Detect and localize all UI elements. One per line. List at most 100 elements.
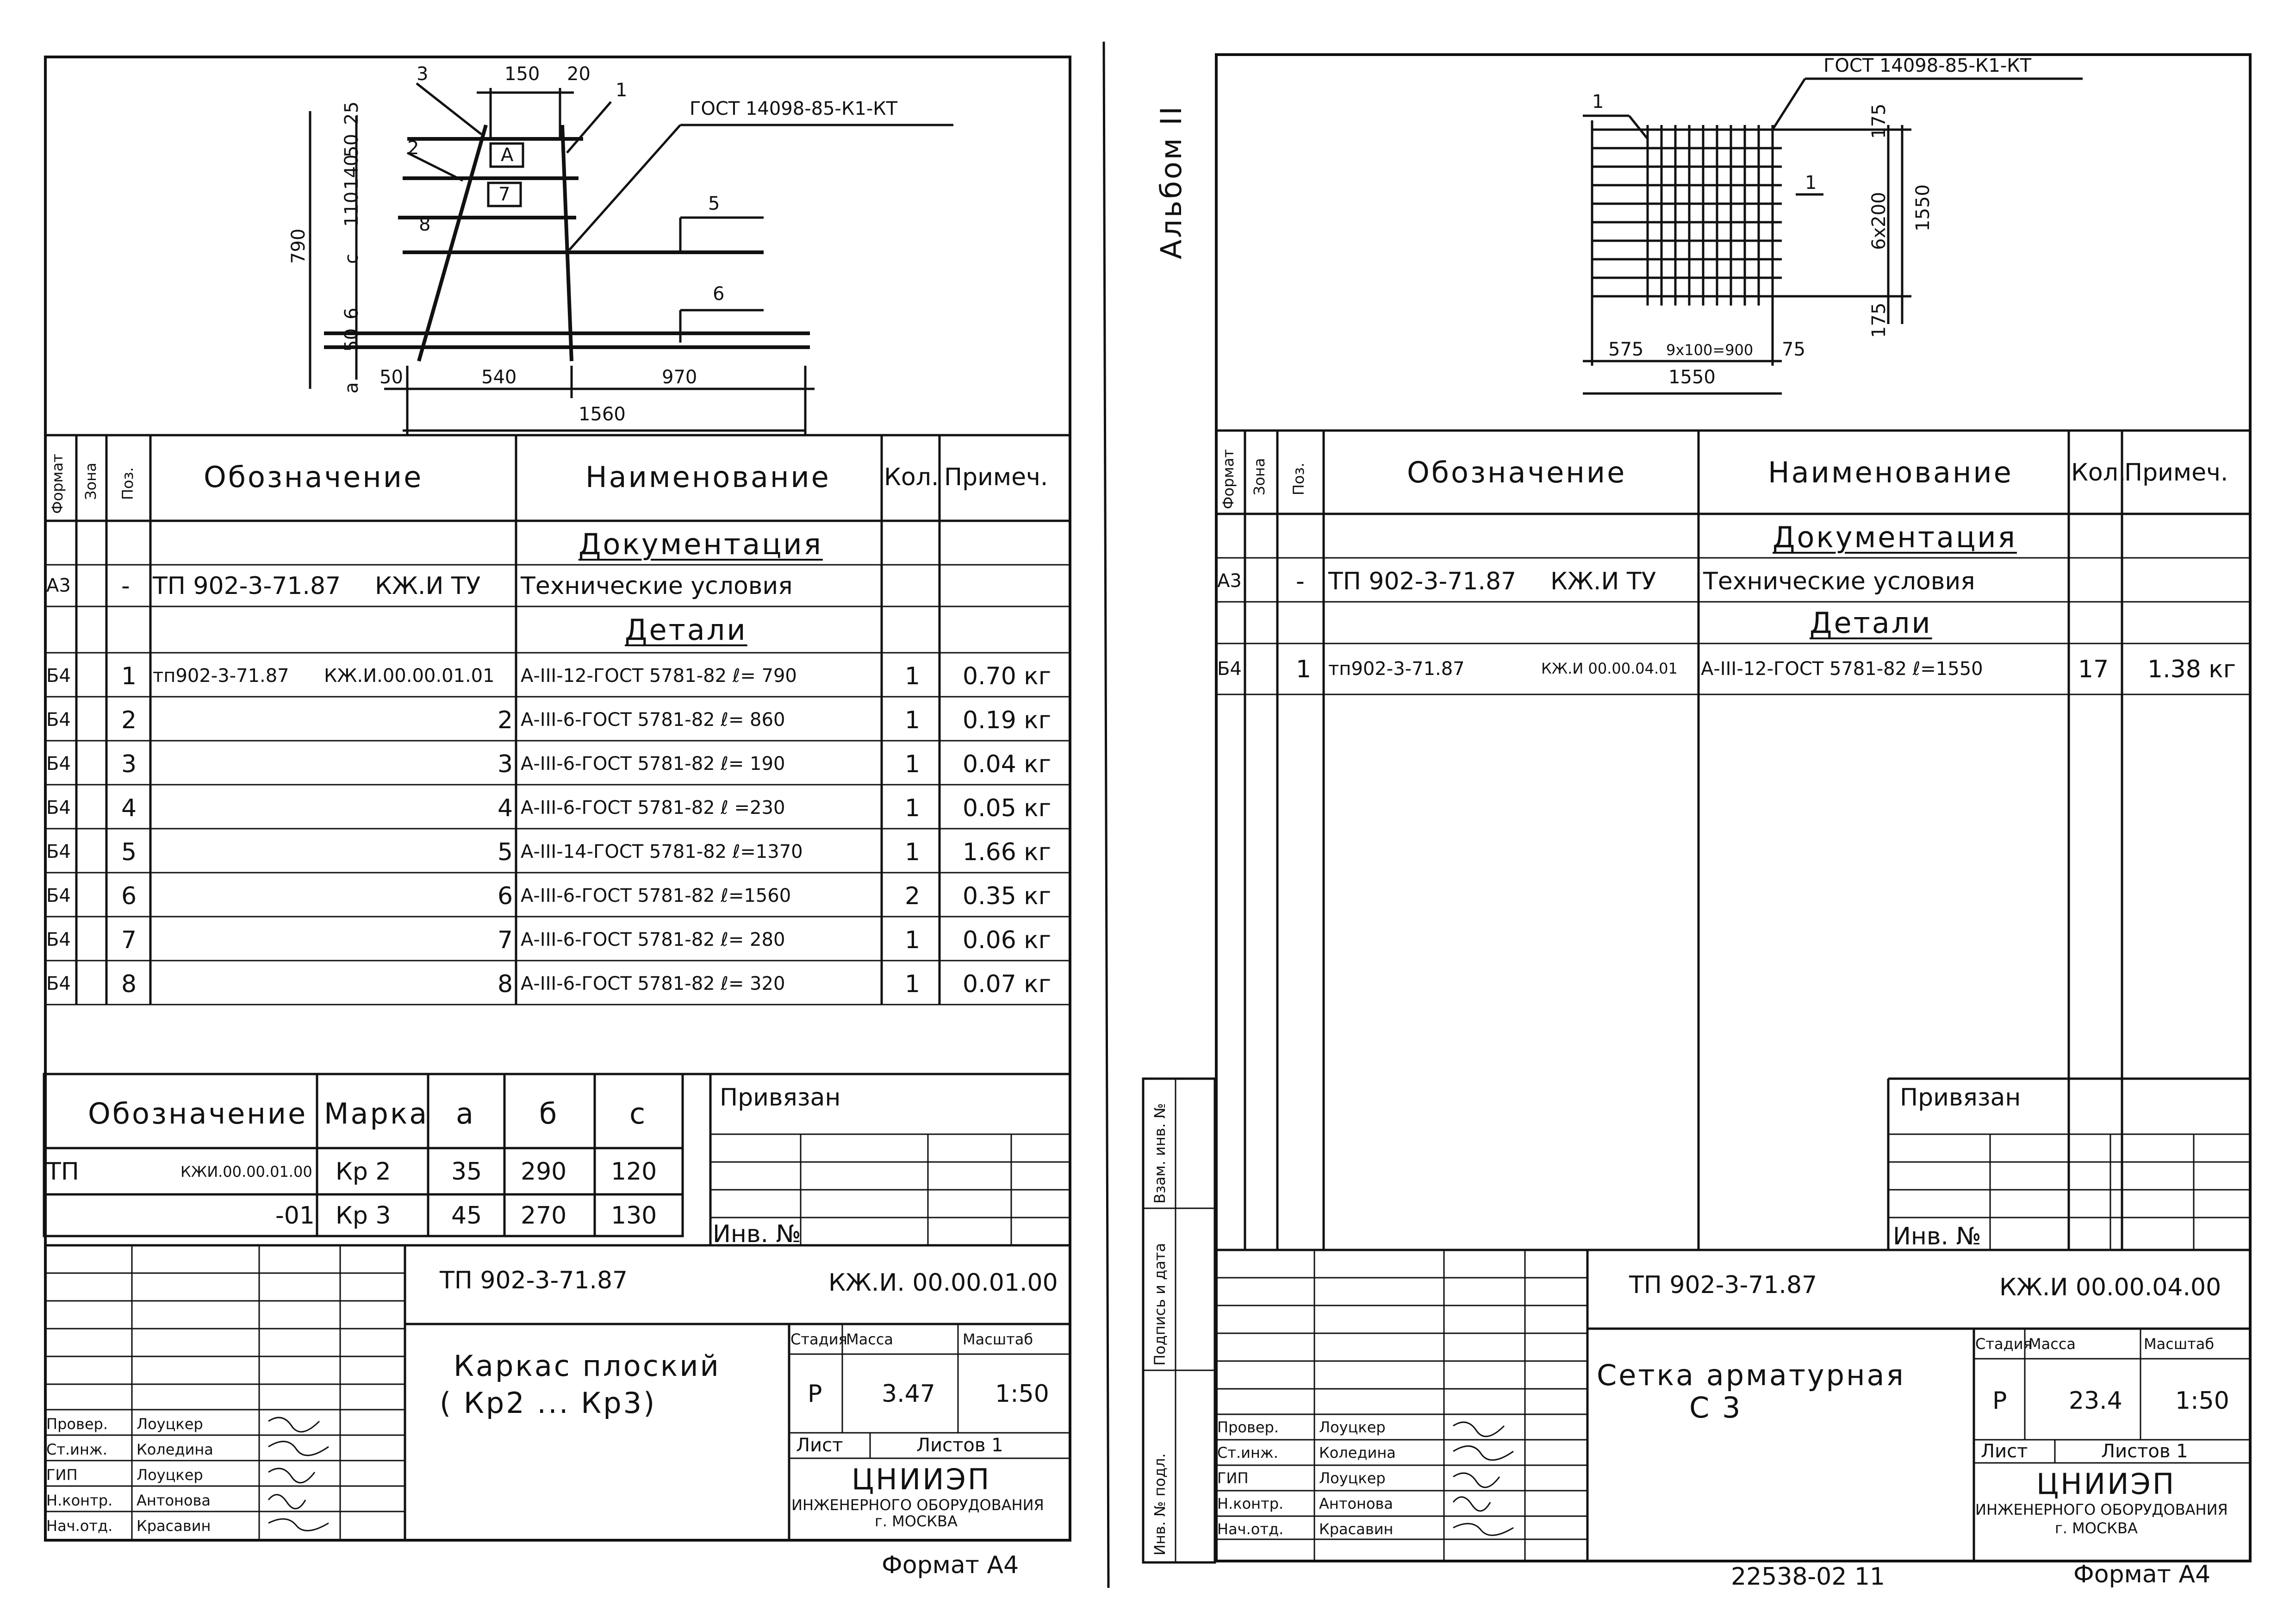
left-row7-fmt: Б4 xyxy=(46,885,71,906)
marks-row2-a: 45 xyxy=(451,1202,482,1230)
left-row8-name: А-III-6-ГОСТ 5781-82 ℓ= 280 xyxy=(521,929,785,950)
pos-3-label: 3 xyxy=(417,63,429,85)
left-sheet xyxy=(44,56,1071,1542)
left-org-city: г. МОСКВА xyxy=(875,1512,958,1530)
marks-row1-a: 35 xyxy=(451,1158,482,1186)
left-row9-qty: 1 xyxy=(905,970,921,998)
left-row7-name: А-III-6-ГОСТ 5781-82 ℓ=1560 xyxy=(521,885,791,906)
left-row7-qty: 2 xyxy=(905,882,921,910)
left-row9-fmt: Б4 xyxy=(46,973,71,994)
left-row6-qty: 1 xyxy=(905,838,921,866)
right-signer1-name: Лоуцкер xyxy=(1319,1418,1386,1436)
marks-row1-c: 120 xyxy=(611,1158,657,1186)
left-section-docs: Документация xyxy=(579,527,823,561)
left-sheets-label: Листов 1 xyxy=(916,1435,1003,1456)
mesh-dim-9x100: 9х100=900 xyxy=(1666,341,1754,359)
pos-8-label: 8 xyxy=(419,214,431,235)
right-stage: Р xyxy=(1992,1387,2007,1415)
marks-col-a: а xyxy=(456,1097,475,1131)
pos-2-label: 2 xyxy=(407,137,419,159)
left-row3-fmt: Б4 xyxy=(46,709,71,731)
right-title-name2: С 3 xyxy=(1689,1391,1742,1424)
right-col-note: Примеч. xyxy=(2124,459,2228,487)
mesh-dim-575: 575 xyxy=(1608,339,1644,360)
right-scale-label: Масштаб xyxy=(2144,1335,2215,1353)
marks-col-designation: Обозначение xyxy=(88,1097,308,1131)
left-title-code: ТП 902-3-71.87 xyxy=(440,1267,628,1294)
mesh-pos-1-top: 1 xyxy=(1592,91,1604,112)
right-signer4-name: Антонова xyxy=(1319,1495,1393,1512)
right-stage-label: Стадия xyxy=(1975,1335,2032,1353)
left-row2-pos: 1 xyxy=(121,662,137,690)
left-row3-pos: 2 xyxy=(121,706,137,734)
left-row5-qty: 1 xyxy=(905,794,921,822)
right-row1-fmt: А3 xyxy=(1217,570,1242,592)
left-row2-note: 0.70 кг xyxy=(963,662,1052,690)
marks-row2-c: 130 xyxy=(611,1202,657,1230)
dim-970: 970 xyxy=(662,367,697,388)
left-row6-fmt: Б4 xyxy=(46,841,71,862)
right-sheets-label: Листов 1 xyxy=(2101,1441,2188,1462)
left-row2-des-b: КЖ.И.00.00.01.01 xyxy=(324,665,495,687)
left-row2-fmt: Б4 xyxy=(46,665,71,687)
left-row9-name: А-III-6-ГОСТ 5781-82 ℓ= 320 xyxy=(521,973,785,994)
pos-5-label: 5 xyxy=(708,193,720,214)
left-row5-fmt: Б4 xyxy=(46,797,71,818)
right-sheet-label: Лист xyxy=(1981,1441,2028,1462)
right-row1-des-b: КЖ.И ТУ xyxy=(1550,568,1656,595)
left-col-designation: Обозначение xyxy=(204,460,423,494)
right-signer3-name: Лоуцкер xyxy=(1319,1469,1386,1487)
mesh-vertical-bars xyxy=(1646,125,1774,306)
right-row2-des-b: КЖ.И 00.00.04.01 xyxy=(1541,660,1678,677)
left-col-qty: Кол. xyxy=(884,463,939,491)
right-signer4-role: Н.контр. xyxy=(1217,1495,1284,1512)
right-signer3-role: ГИП xyxy=(1217,1469,1249,1487)
right-signer5-role: Нач.отд. xyxy=(1217,1520,1284,1538)
right-signer2-role: Ст.инж. xyxy=(1217,1444,1278,1462)
right-mass-label: Масса xyxy=(2028,1335,2076,1353)
marks-col-mark: Марка xyxy=(324,1097,429,1131)
pos-6-label: 6 xyxy=(713,283,725,305)
left-row2-name: А-III-12-ГОСТ 5781-82 ℓ= 790 xyxy=(521,665,797,687)
right-row2-qty: 17 xyxy=(2078,656,2109,683)
left-signer3-role: ГИП xyxy=(46,1466,78,1484)
left-mass: 3.47 xyxy=(882,1380,935,1408)
left-signer5-role: Нач.отд. xyxy=(46,1517,113,1535)
left-row7-des-b: 6 xyxy=(498,882,513,910)
left-row6-name: А-III-14-ГОСТ 5781-82 ℓ=1370 xyxy=(521,841,803,862)
left-col-name: Наименование xyxy=(585,460,831,494)
right-inv-no: Инв. № xyxy=(1893,1223,1981,1250)
dim-1560: 1560 xyxy=(579,404,626,425)
left-scale: 1:50 xyxy=(995,1380,1049,1408)
left-row4-pos: 3 xyxy=(121,750,137,778)
mesh-pos-1-right: 1 xyxy=(1805,172,1817,194)
box-a-label: А xyxy=(501,144,514,166)
left-row1-fmt: А3 xyxy=(46,575,71,596)
left-title-name1: Каркас плоский xyxy=(454,1349,721,1383)
right-org-city: г. МОСКВА xyxy=(2055,1519,2138,1537)
right-signer2-name: Коледина xyxy=(1319,1444,1396,1462)
right-title-doc: КЖ.И 00.00.04.00 xyxy=(1999,1274,2221,1301)
left-row3-name: А-III-6-ГОСТ 5781-82 ℓ= 860 xyxy=(521,709,785,731)
left-row4-des-b: 3 xyxy=(498,750,513,778)
left-row9-pos: 8 xyxy=(121,970,137,998)
left-gost-label: ГОСТ 14098-85-К1-КТ xyxy=(690,98,898,119)
right-title-name1: Сетка арматурная xyxy=(1597,1358,1905,1392)
left-org-sub: ИНЖЕНЕРНОГО ОБОРУДОВАНИЯ xyxy=(791,1496,1044,1514)
left-row9-des-b: 8 xyxy=(498,970,513,998)
left-col-note: Примеч. xyxy=(944,463,1048,491)
left-org-name: ЦНИИЭП xyxy=(852,1462,991,1496)
left-stage: Р xyxy=(808,1380,822,1408)
left-row9-note: 0.07 кг xyxy=(963,970,1052,998)
left-row6-note: 1.66 кг xyxy=(963,838,1052,866)
left-row3-note: 0.19 кг xyxy=(963,706,1052,734)
right-signer1-role: Провер. xyxy=(1217,1418,1279,1436)
marks-row2-b: 270 xyxy=(521,1202,567,1230)
